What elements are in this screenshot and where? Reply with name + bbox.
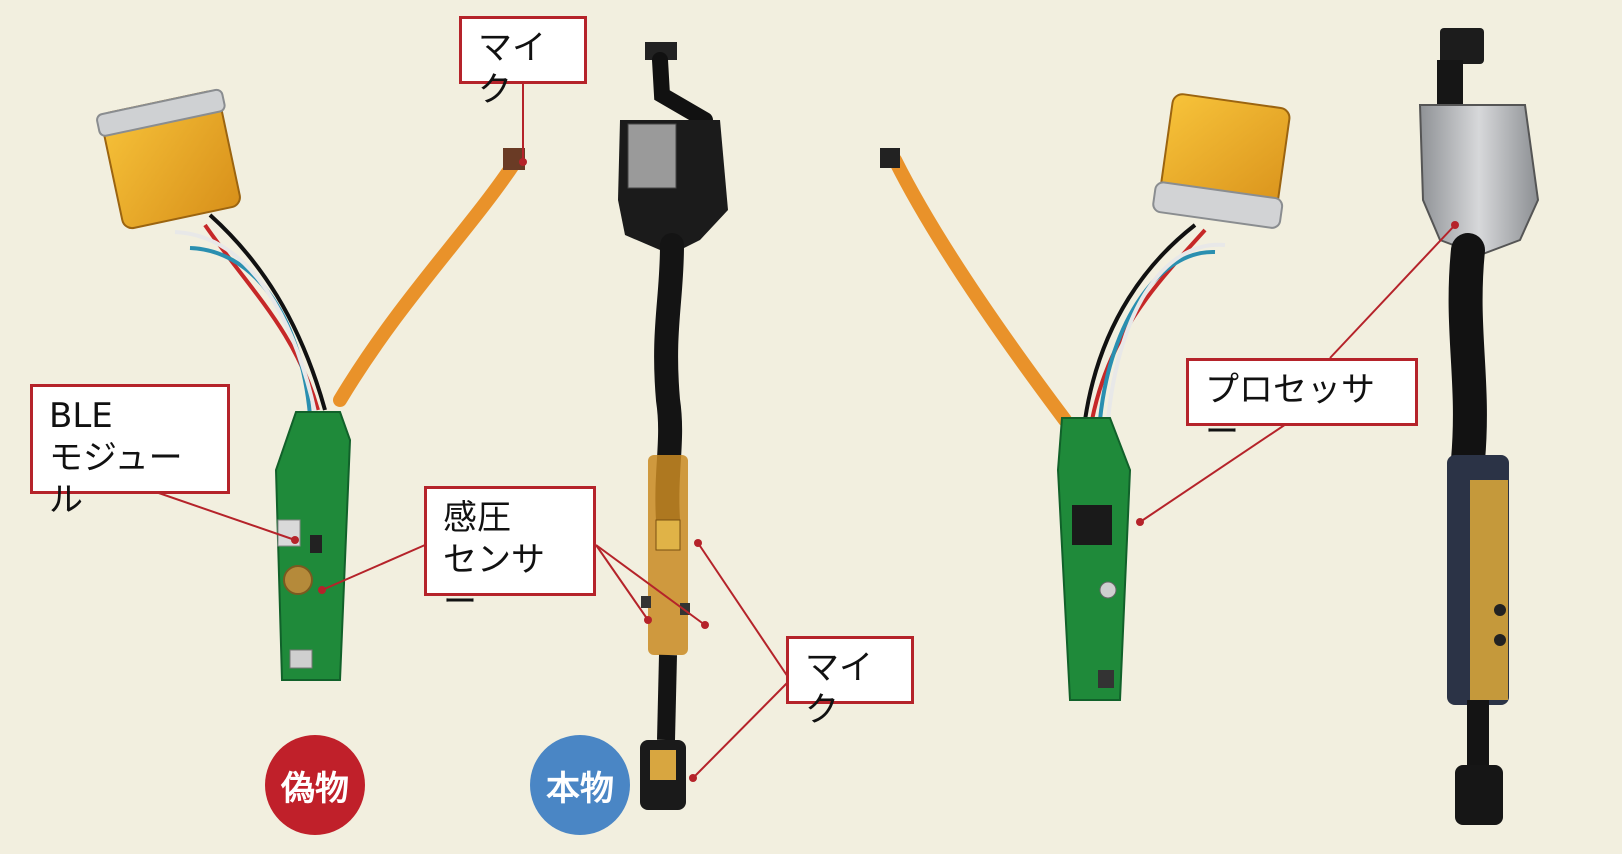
processor-unit — [880, 93, 1291, 701]
genuine-connector-top — [645, 42, 677, 60]
leader-processor-chip — [1139, 417, 1296, 523]
leader-pressure-b — [595, 544, 706, 626]
leader-ble — [149, 489, 296, 541]
leader-processor-shield — [1329, 224, 1456, 359]
fake-badge: 偽物 — [265, 735, 365, 835]
genuine-right-unit — [1418, 28, 1540, 825]
processor-battery — [1152, 93, 1291, 229]
fake-unit — [96, 88, 525, 681]
callout-ble-module: BLE モジュール — [30, 384, 230, 520]
genuine-mic-1 — [655, 519, 681, 551]
leader-pressure-fake — [321, 544, 426, 591]
pressure-sensor-a — [641, 596, 651, 608]
fake-mic-chip — [503, 148, 525, 170]
fake-flex-cable — [333, 155, 522, 407]
processor-pcb — [1056, 417, 1132, 701]
callout-pressure-sensor: 感圧 センサー — [424, 486, 596, 622]
fake-component — [310, 535, 322, 553]
fake-pressure-disc — [283, 565, 313, 595]
red-wire — [203, 223, 320, 411]
fake-connector — [289, 649, 313, 669]
leader-mic-genuine-1 — [697, 542, 791, 681]
leader-mic-genuine-2 — [692, 679, 791, 779]
pressure-sensor-b — [680, 603, 690, 615]
genuine-shield — [627, 123, 677, 189]
genuine-badge: 本物 — [530, 735, 630, 835]
black-wire — [208, 213, 327, 411]
fake-battery — [96, 88, 241, 230]
callout-mic-top: マイク — [459, 16, 587, 110]
callout-mic-bottom: マイク — [786, 636, 914, 730]
genuine-metal-shield — [1418, 104, 1540, 257]
white-wire — [174, 230, 317, 413]
leader-lines — [149, 82, 1459, 782]
genuine-mic-2 — [650, 750, 676, 780]
genuine-amber-tape — [648, 455, 688, 655]
genuine-flex-unit — [618, 42, 728, 810]
processor-unit-mic-chip — [880, 148, 900, 168]
callout-processor: プロセッサー — [1186, 358, 1418, 452]
processor-chip — [1072, 505, 1112, 545]
leader-pressure-a — [595, 544, 649, 621]
